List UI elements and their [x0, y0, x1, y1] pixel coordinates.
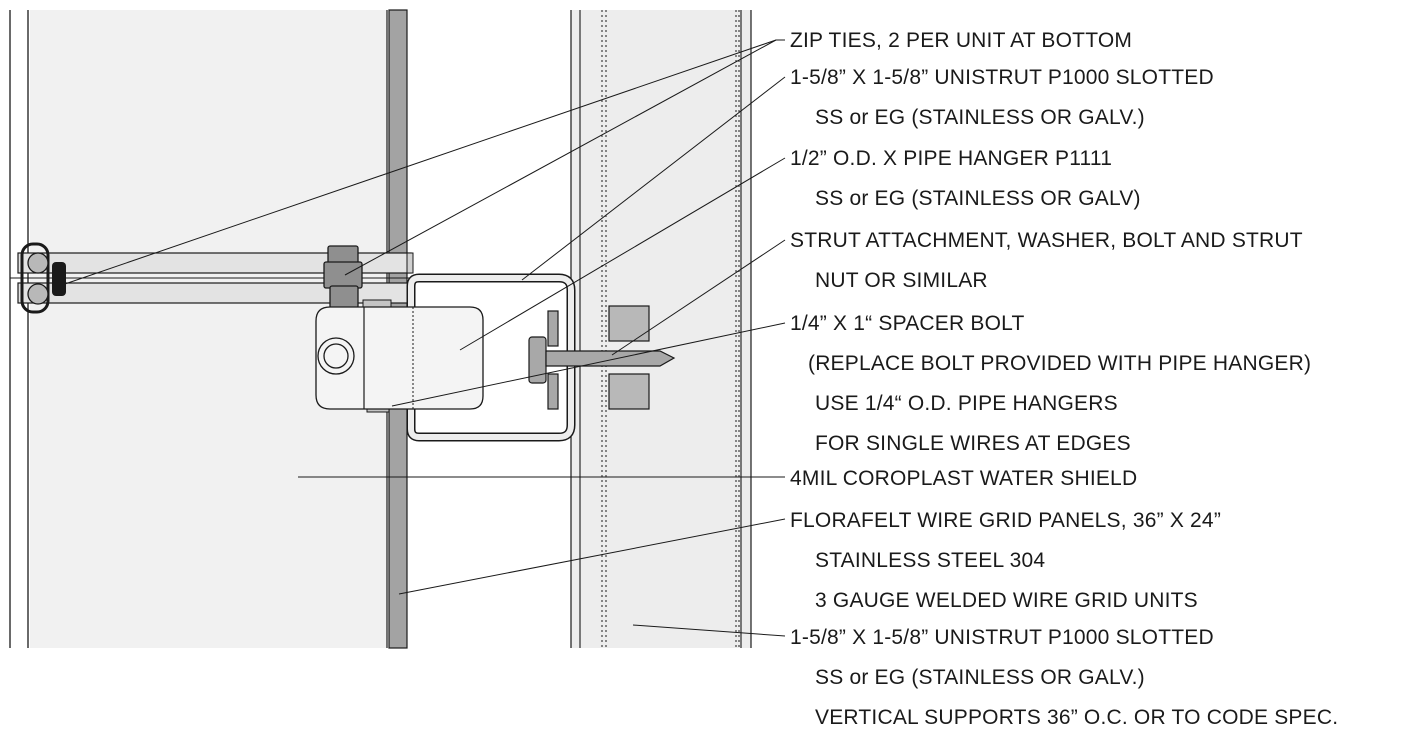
- callout-strut-attachment: STRUT ATTACHMENT, WASHER, BOLT AND STRUT…: [790, 229, 1303, 292]
- leader-spacer-bolt: [391, 322, 786, 407]
- callout-spacer-bolt: 1/4” X 1“ SPACER BOLT (REPLACE BOLT PROV…: [790, 312, 1311, 455]
- pipe-hanger: [315, 299, 484, 413]
- callout-strut-attachment-line-2: NUT OR SIMILAR: [815, 269, 988, 292]
- leader-unistrut-horizontal: [521, 76, 786, 281]
- left-wire-ends: [20, 242, 66, 314]
- callout-unistrut-horizontal-line-2: SS or EG (STAINLESS OR GALV.): [815, 106, 1145, 129]
- leader-zip-ties-2: [344, 39, 777, 276]
- callout-unistrut-vertical: 1-5/8” X 1-5/8” UNISTRUT P1000 SLOTTED S…: [790, 626, 1338, 729]
- callout-zip-ties-line-1: ZIP TIES, 2 PER UNIT AT BOTTOM: [790, 29, 1132, 52]
- leader-lines: [61, 39, 786, 637]
- callout-spacer-bolt-line-2: (REPLACE BOLT PROVIDED WITH PIPE HANGER): [808, 352, 1311, 375]
- callout-spacer-bolt-line-4: FOR SINGLE WIRES AT EDGES: [815, 432, 1131, 455]
- strut-slot-lower: [608, 373, 650, 410]
- callout-wire-grid: FLORAFELT WIRE GRID PANELS, 36” X 24” ST…: [790, 509, 1221, 612]
- callout-pipe-hanger: 1/2” O.D. X PIPE HANGER P1111 SS or EG (…: [790, 147, 1141, 210]
- strut-slot-upper: [608, 305, 650, 342]
- callout-zip-ties: ZIP TIES, 2 PER UNIT AT BOTTOM: [790, 29, 1132, 52]
- callout-unistrut-vertical-line-3: VERTICAL SUPPORTS 36” O.C. OR TO CODE SP…: [815, 706, 1338, 729]
- callout-wire-grid-line-3: 3 GAUGE WELDED WIRE GRID UNITS: [815, 589, 1198, 612]
- callout-unistrut-horizontal-line-1: 1-5/8” X 1-5/8” UNISTRUT P1000 SLOTTED: [790, 66, 1214, 89]
- leader-zip-ties-1: [61, 39, 777, 286]
- callout-spacer-bolt-line-1: 1/4” X 1“ SPACER BOLT: [790, 312, 1025, 335]
- callout-pipe-hanger-line-2: SS or EG (STAINLESS OR GALV): [815, 187, 1141, 210]
- zip-tie-center: [323, 245, 363, 309]
- callout-unistrut-vertical-line-2: SS or EG (STAINLESS OR GALV.): [815, 666, 1145, 689]
- callout-spacer-bolt-line-3: USE 1/4“ O.D. PIPE HANGERS: [815, 392, 1118, 415]
- horizontal-grid-wires: [10, 252, 414, 304]
- zip-tie-left: [52, 262, 66, 296]
- leader-strut-attachment: [611, 239, 786, 356]
- vertical-unistrut: [570, 10, 752, 648]
- callout-water-shield: 4MIL COROPLAST WATER SHIELD: [790, 467, 1137, 490]
- spacer-bolt: [528, 310, 676, 410]
- callout-wire-grid-line-1: FLORAFELT WIRE GRID PANELS, 36” X 24”: [790, 509, 1221, 532]
- callout-water-shield-line-1: 4MIL COROPLAST WATER SHIELD: [790, 467, 1137, 490]
- leader-wire-grid: [398, 518, 786, 595]
- leader-pipe-hanger: [459, 157, 786, 351]
- callout-unistrut-vertical-line-1: 1-5/8” X 1-5/8” UNISTRUT P1000 SLOTTED: [790, 626, 1214, 649]
- callout-pipe-hanger-line-1: 1/2” O.D. X PIPE HANGER P1111: [790, 147, 1112, 170]
- callout-unistrut-horizontal: 1-5/8” X 1-5/8” UNISTRUT P1000 SLOTTED S…: [790, 66, 1214, 129]
- callout-wire-grid-line-2: STAINLESS STEEL 304: [815, 549, 1045, 572]
- leader-unistrut-vertical: [632, 624, 786, 637]
- callout-strut-attachment-line-1: STRUT ATTACHMENT, WASHER, BOLT AND STRUT: [790, 229, 1303, 252]
